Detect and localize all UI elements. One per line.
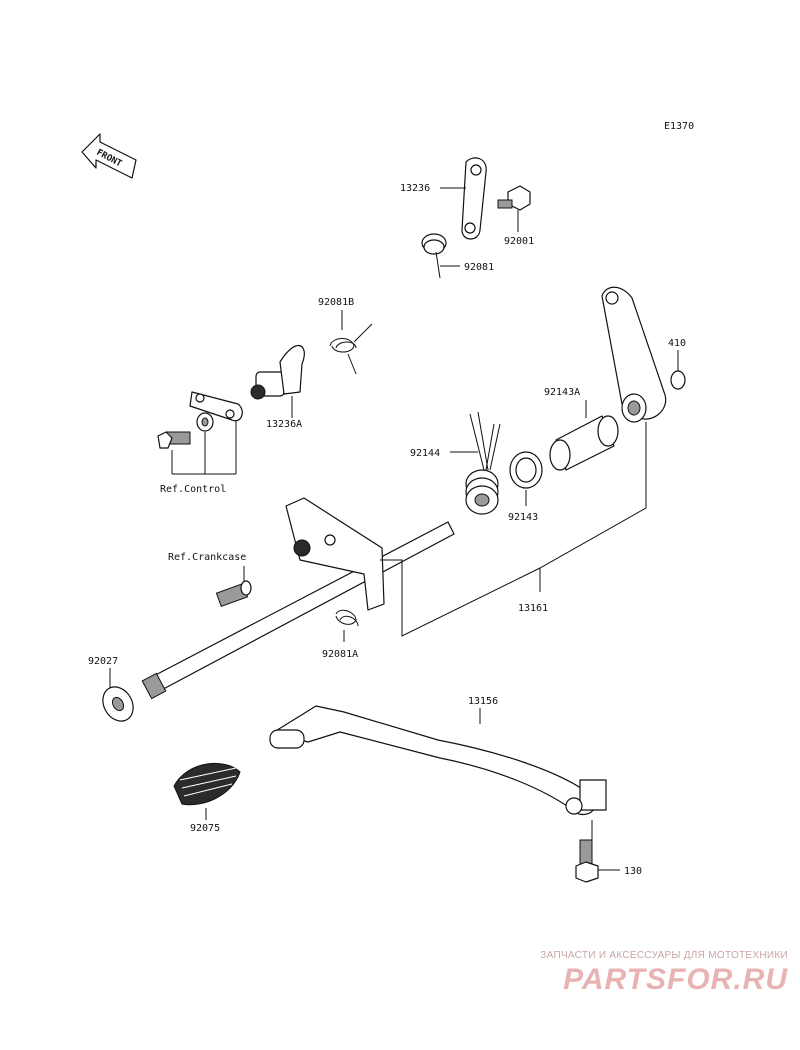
part-92001-bolt <box>497 185 531 211</box>
part-13156-pedal <box>269 705 607 816</box>
part-92143a-collar <box>549 415 619 471</box>
label-13156: 13156 <box>468 696 498 707</box>
label-13236a: 13236A <box>266 419 302 430</box>
watermark-caption: ЗАПЧАСТИ И АКСЕССУАРЫ ДЛЯ МОТОТЕХНИКИ <box>540 950 788 961</box>
part-control-plate <box>157 391 243 449</box>
label-92143a: 92143A <box>544 387 580 398</box>
part-92075-rubber <box>173 762 241 806</box>
part-13161-shaft <box>141 497 455 700</box>
label-13161: 13161 <box>518 603 548 614</box>
label-92081: 92081 <box>464 262 494 273</box>
label-410: 410 <box>668 338 686 349</box>
label-ref-crankcase: Ref.Crankcase <box>168 552 246 563</box>
part-13161-arm <box>601 286 667 423</box>
part-13236a-lever <box>250 344 305 400</box>
watermark-logo: PARTSFOR.RU <box>563 963 788 996</box>
label-92027: 92027 <box>88 656 118 667</box>
part-92081b-spring <box>329 323 373 375</box>
label-ref-control: Ref.Control <box>160 484 226 495</box>
label-92075: 92075 <box>190 823 220 834</box>
part-92143-seal <box>509 451 543 489</box>
label-92144: 92144 <box>410 448 440 459</box>
part-13236-arm <box>461 157 487 240</box>
part-92081-spring <box>421 233 447 279</box>
label-92001: 92001 <box>504 236 534 247</box>
label-92081b: 92081B <box>318 297 354 308</box>
label-13236: 13236 <box>400 183 430 194</box>
watermark: ЗАПЧАСТИ И АКСЕССУАРЫ ДЛЯ МОТОТЕХНИКИ PA… <box>488 950 788 997</box>
front-arrow-icon: FRONT <box>81 133 137 179</box>
part-crankcase-pin <box>215 580 252 608</box>
part-410-washer <box>670 370 686 390</box>
part-92027-washer <box>102 686 134 722</box>
part-92144-spring <box>465 411 501 515</box>
label-92081a: 92081A <box>322 649 358 660</box>
part-92081a-spring <box>335 609 359 627</box>
label-92143: 92143 <box>508 512 538 523</box>
label-130: 130 <box>624 866 642 877</box>
diagram-code: E1370 <box>664 121 694 132</box>
part-130-bolt <box>575 839 599 883</box>
